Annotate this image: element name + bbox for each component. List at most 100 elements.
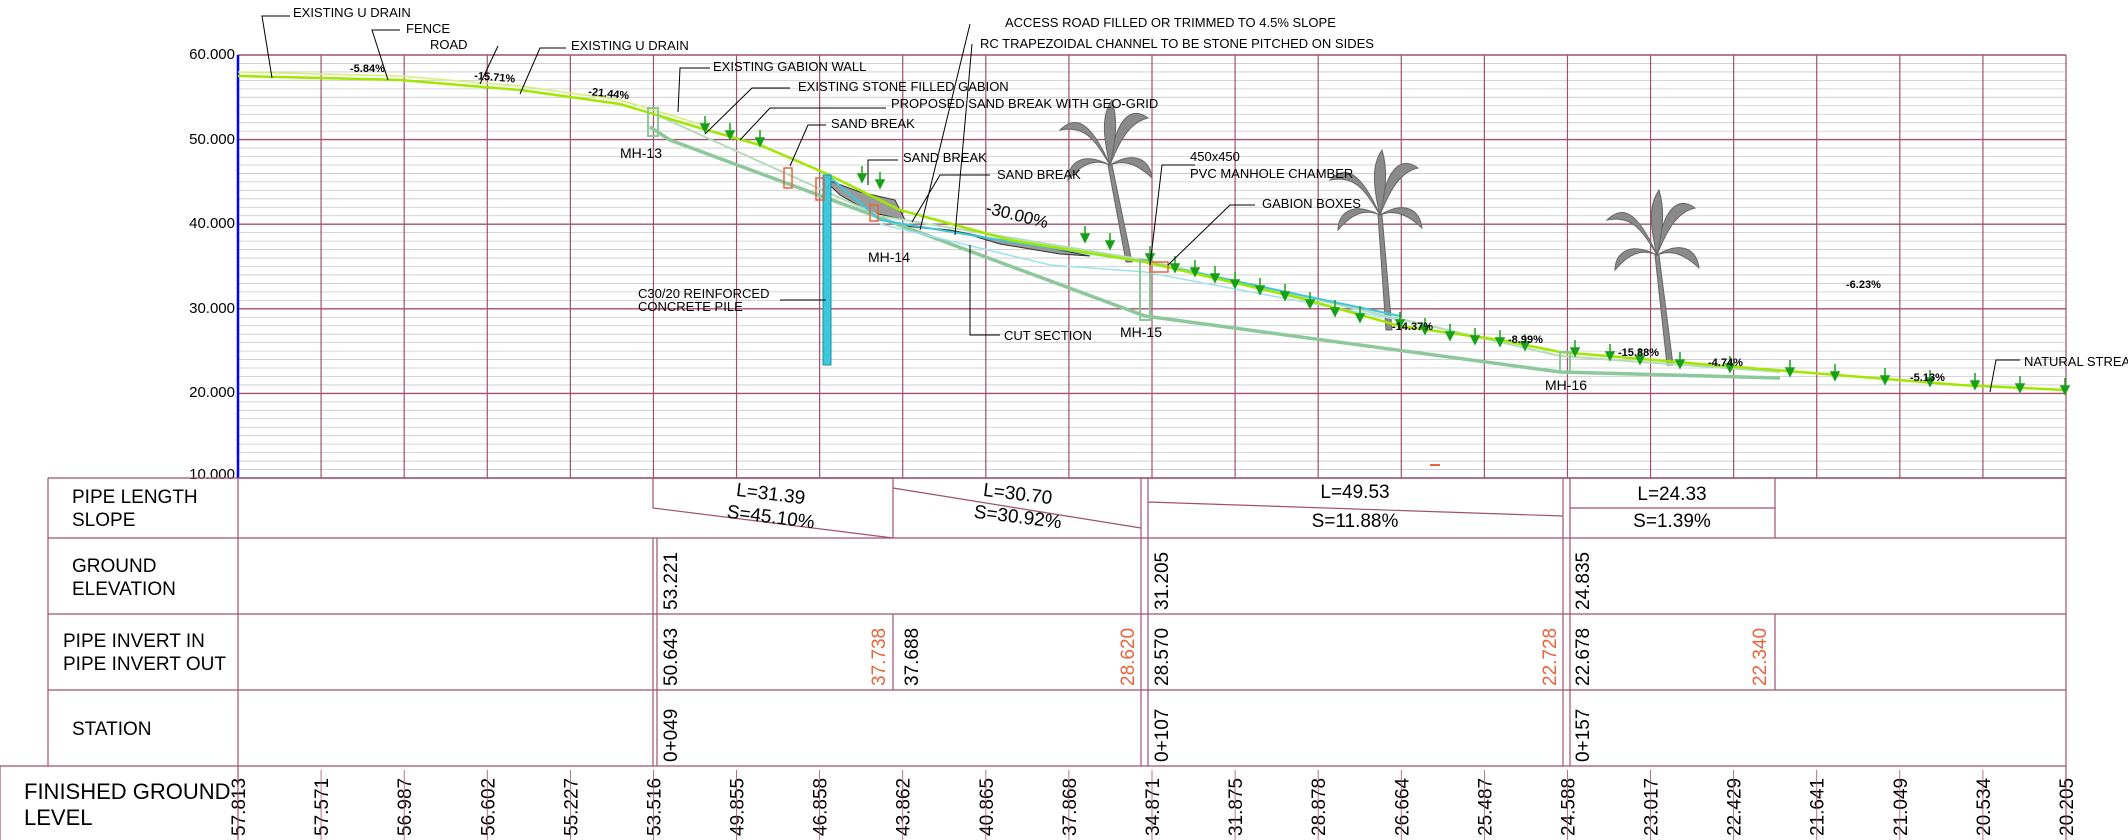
flow-arrow-icon xyxy=(1304,292,1316,310)
y-axis-ticks: 60.000 50.000 40.000 30.000 20.000 10.00… xyxy=(189,46,235,483)
flow-arrow-icon xyxy=(874,172,886,190)
y-tick-label: 30.000 xyxy=(189,300,235,317)
label-rc-channel: RC TRAPEZOIDAL CHANNEL TO BE STONE PITCH… xyxy=(980,36,1374,51)
flow-arrow-icon xyxy=(754,130,766,148)
pipe-invert-line xyxy=(649,125,1781,380)
flow-arrow-icon xyxy=(1634,348,1646,366)
row-label-invert-out: PIPE INVERT OUT xyxy=(63,654,226,675)
finished-ground-level-value: 56.987 xyxy=(395,778,416,836)
flow-arrow-icon xyxy=(1879,368,1891,386)
invert-out-value: 50.643 xyxy=(661,628,682,686)
label-mh-13: MH-13 xyxy=(620,145,662,161)
row-label-fgl-2: LEVEL xyxy=(24,805,93,830)
manhole-labels: MH-13 MH-14 MH-15 MH-16 xyxy=(620,145,1587,393)
label-access-road: ACCESS ROAD FILLED OR TRIMMED TO 4.5% SL… xyxy=(1005,15,1336,30)
table-column-ticks xyxy=(652,538,1776,766)
ground-slope-label: -6.23% xyxy=(1846,279,1881,291)
label-sand-break-1: SAND BREAK xyxy=(831,116,915,131)
finished-ground-level-value: 26.664 xyxy=(1392,777,1413,836)
flow-arrow-icon xyxy=(1419,318,1431,336)
flow-arrow-icon xyxy=(699,116,711,134)
flow-arrow-icon xyxy=(1079,226,1091,244)
label-sand-break-3: SAND BREAK xyxy=(997,167,1081,182)
sand-break-marker-2 xyxy=(815,177,825,201)
flow-arrow-icon xyxy=(1354,306,1366,324)
row-label-elevation: ELEVATION xyxy=(72,579,176,600)
annotation-leaders xyxy=(261,15,2020,393)
label-natural-stream: NATURAL STREAM xyxy=(2024,354,2128,369)
flow-arrow-icon xyxy=(1494,330,1506,348)
y-tick-label: 20.000 xyxy=(189,384,235,401)
ground-slope-label: -5.84% xyxy=(350,63,385,75)
invert-in-value: 22.728 xyxy=(1540,628,1561,686)
finished-ground-level-value: 53.516 xyxy=(644,778,665,836)
flow-arrow-icon xyxy=(1254,278,1266,296)
ground-slope-label: -4.74% xyxy=(1708,357,1743,369)
finished-ground-level-value: 22.429 xyxy=(1725,778,1746,836)
flow-arrow-icon xyxy=(1469,328,1481,346)
ground-slope-label: -5.13% xyxy=(1910,372,1945,384)
invert-out-value: 37.688 xyxy=(902,628,923,686)
palm-tree-1 xyxy=(1058,98,1153,263)
ground-slope-label: -15.71% xyxy=(474,70,516,86)
invert-in-value: 37.738 xyxy=(869,628,890,686)
palm-tree-3 xyxy=(1605,188,1700,366)
flow-arrow-icon xyxy=(856,166,868,184)
vertical-table-values: 53.221 31.205 24.835 50.643 37.738 37.68… xyxy=(661,552,1771,762)
label-existing-gabion-wall: EXISTING GABION WALL xyxy=(713,59,866,74)
flow-arrow-icon xyxy=(1519,334,1531,352)
flow-arrow-icon xyxy=(1829,364,1841,382)
annotations: EXISTING U DRAIN FENCE ROAD EXISTING U D… xyxy=(293,5,2128,369)
finished-ground-level-value: 56.602 xyxy=(478,778,499,836)
table-row-labels: PIPE LENGTH SLOPE GROUND ELEVATION PIPE … xyxy=(24,487,231,830)
finished-ground-level-value: 20.534 xyxy=(1974,777,1995,836)
ground-elevation-value: 53.221 xyxy=(661,552,682,610)
station-value: 0+157 xyxy=(1573,709,1594,762)
row-label-invert-in: PIPE INVERT IN xyxy=(63,631,205,652)
finished-ground-level-value: 20.205 xyxy=(2057,778,2078,836)
invert-in-value: 22.340 xyxy=(1750,628,1771,686)
label-proposed-sand-break: PROPOSED SAND BREAK WITH GEO-GRID xyxy=(891,96,1158,111)
label-existing-u-drain-2: EXISTING U DRAIN xyxy=(571,38,689,53)
label-existing-u-drain-1: EXISTING U DRAIN xyxy=(293,5,411,20)
finished-ground-level-value: 37.868 xyxy=(1060,778,1081,836)
finished-ground-level-value: 55.227 xyxy=(561,778,582,836)
label-mh-14: MH-14 xyxy=(868,249,910,265)
pipe-slope-value: S=1.39% xyxy=(1633,511,1711,532)
ground-elevation-value: 24.835 xyxy=(1573,552,1594,610)
ground-slope-label: -21.44% xyxy=(588,86,630,102)
finished-ground-level-value: 57.813 xyxy=(229,778,250,836)
flow-arrows xyxy=(699,116,2071,396)
rc-channel-line xyxy=(824,172,1401,317)
flow-arrow-icon xyxy=(1104,233,1116,251)
label-existing-stone-gabion: EXISTING STONE FILLED GABION xyxy=(798,79,1009,94)
label-channel-slope: -30.00% xyxy=(984,198,1050,232)
finished-ground-level-value: 31.875 xyxy=(1226,778,1247,836)
sand-break-marker-3 xyxy=(869,204,879,222)
flow-arrow-icon xyxy=(1144,246,1156,264)
flow-arrow-icon xyxy=(2014,376,2026,394)
label-pvc-chamber-2: PVC MANHOLE CHAMBER xyxy=(1190,166,1353,181)
manhole-box-mh15 xyxy=(1139,259,1151,321)
flow-arrow-icon xyxy=(724,123,736,141)
ground-elevation-value: 31.205 xyxy=(1152,552,1173,610)
finished-ground-level-value: 21.049 xyxy=(1891,778,1912,836)
label-fence: FENCE xyxy=(406,21,450,36)
finished-ground-level-value: 40.865 xyxy=(977,778,998,836)
label-concrete-pile-2: CONCRETE PILE xyxy=(638,299,743,314)
row-label-station: STATION xyxy=(72,719,152,740)
flow-arrow-icon xyxy=(1569,340,1581,358)
finished-ground-level-value: 23.017 xyxy=(1642,778,1663,836)
ground-slope-label: -8.99% xyxy=(1508,334,1543,346)
gabion-box xyxy=(1149,261,1169,273)
label-pvc-chamber-1: 450x450 xyxy=(1190,149,1240,164)
finished-ground-level-value: 25.487 xyxy=(1475,778,1496,836)
finished-ground-level-value: 28.878 xyxy=(1309,778,1330,836)
label-sand-break-2: SAND BREAK xyxy=(903,150,987,165)
label-cut-section: CUT SECTION xyxy=(1004,328,1092,343)
flow-arrow-icon xyxy=(1444,324,1456,342)
flow-arrow-icon xyxy=(1279,284,1291,302)
label-mh-15: MH-15 xyxy=(1120,324,1162,340)
label-mh-16: MH-16 xyxy=(1545,377,1587,393)
